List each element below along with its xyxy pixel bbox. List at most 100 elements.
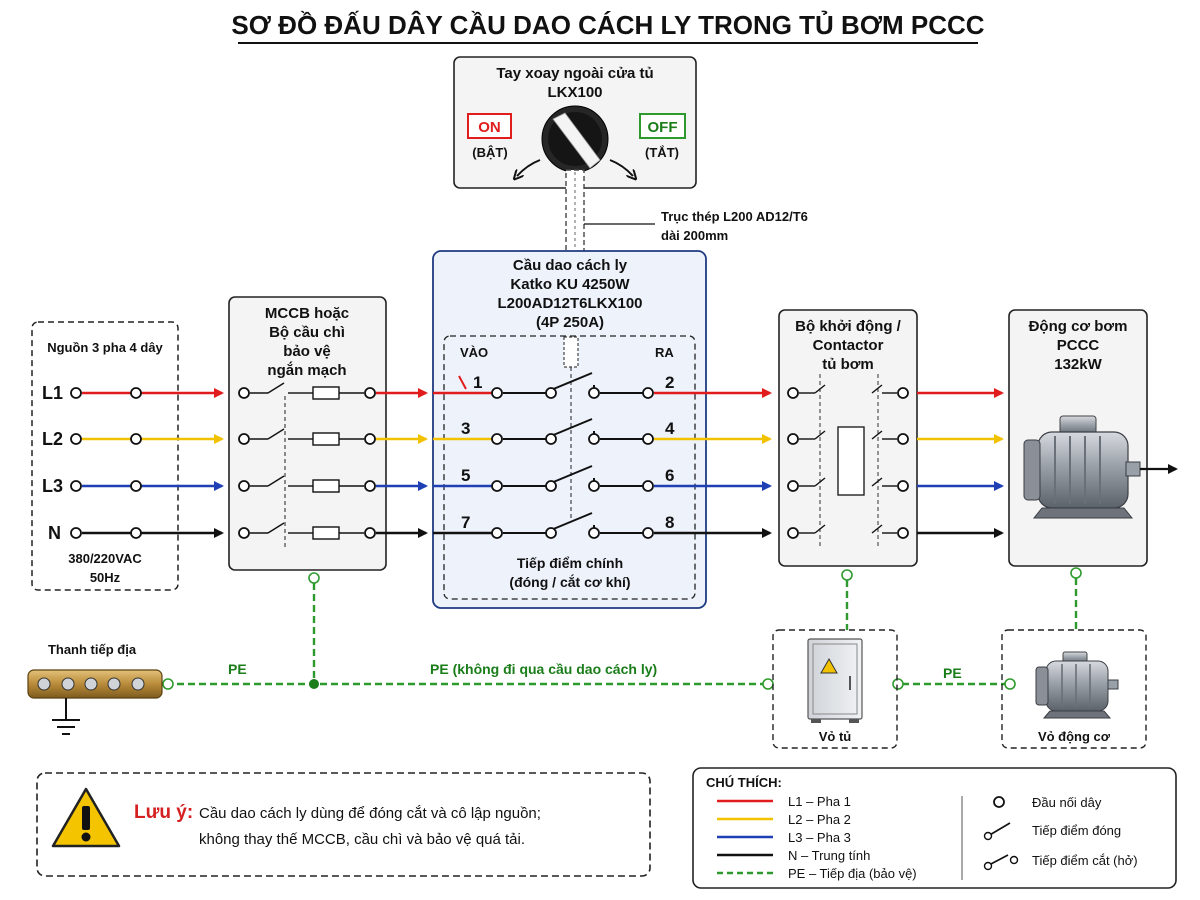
warning-small-icon: [820, 657, 838, 674]
breaker-label-3: L200AD12T6LKX100: [497, 295, 642, 312]
starter-label-3: tủ bơm: [822, 356, 874, 373]
source-frequency: 50Hz: [90, 570, 121, 585]
legend-open: Tiếp điểm cắt (hở): [1032, 853, 1138, 868]
breaker-label-4: (4P 250A): [536, 314, 604, 331]
note-line-2: không thay thế MCCB, cầu chì và bảo vệ q…: [199, 831, 525, 848]
legend-open-contact-icon: [988, 854, 1009, 866]
mccb-label-1: MCCB hoặc: [265, 305, 349, 322]
breaker-contact-2: [503, 418, 643, 440]
mccb-terminals: [238, 387, 376, 539]
starter-internals: [799, 384, 897, 534]
mccb-row-2: [250, 428, 364, 446]
mccb-label-2: Bộ cầu chì: [269, 324, 345, 341]
terminal-number-6: 6: [665, 466, 674, 485]
shaft-label-1: Trục thép L200 AD12/T6: [661, 209, 808, 224]
note-title: Lưu ý:: [134, 802, 193, 823]
mccb-box: MCCB hoặc Bộ cầu chì bảo vệ ngắn mạch: [228, 296, 387, 571]
motor-label-1: Động cơ bơm: [1029, 318, 1128, 335]
earth-bar: Thanh tiếp địa: [27, 642, 163, 735]
terminals: [70, 387, 909, 539]
ground-symbol-icon: [52, 719, 80, 735]
off-sub-label: (TẮT): [645, 145, 679, 160]
legend-terminal: Đầu nối dây: [1032, 795, 1102, 810]
terminal-number-1: 1: [473, 373, 482, 392]
legend-pe: PE – Tiếp địa (bảo vệ): [788, 866, 917, 881]
phase-label-l3: L3: [42, 476, 63, 496]
motor-shell-label: Vỏ động cơ: [1038, 729, 1111, 744]
starter-label-1: Bộ khởi động /: [795, 318, 901, 335]
breaker-contact-4: [503, 512, 643, 534]
cabinet-icon: [807, 638, 863, 723]
l1-bent-lead: [458, 375, 467, 390]
note-box: Lưu ý: Cầu dao cách ly dùng để đóng cắt …: [36, 772, 651, 877]
mccb-row-4: [250, 522, 364, 540]
rotate-right-arrow-icon: [609, 159, 633, 176]
legend-closed: Tiếp điểm đóng: [1032, 823, 1121, 838]
pe-label-2: PE: [943, 665, 962, 681]
legend-terminal-icon: [993, 796, 1005, 808]
mccb-row-1: [250, 382, 364, 400]
legend-closed-contact-icon: [987, 822, 1011, 837]
legend-l2: L2 – Pha 2: [788, 812, 851, 827]
terminal-number-5: 5: [461, 466, 470, 485]
on-sub-label: (BẬT): [472, 145, 507, 160]
legend-l1: L1 – Pha 1: [788, 794, 851, 809]
terminal-number-7: 7: [461, 513, 470, 532]
legend-box: CHÚ THÍCH: L1 – Pha 1 L2 – Pha 2 L3 – Ph…: [692, 767, 1177, 889]
legend-n: N – Trung tính: [788, 848, 870, 863]
mccb-label-4: ngắn mạch: [267, 361, 346, 379]
motor-label-2: PCCC: [1057, 337, 1100, 354]
pe-wiring: [166, 578, 1078, 686]
on-badge: [467, 113, 512, 139]
terminal-number-2: 2: [665, 373, 674, 392]
contactor-coil: [837, 426, 865, 496]
legend-l3: L3 – Pha 3: [788, 830, 851, 845]
breaker-terminals: [491, 387, 654, 539]
breaker-label-1: Cầu dao cách ly: [513, 257, 628, 274]
motor-label-3: 132kW: [1054, 356, 1102, 373]
legend-title: CHÚ THÍCH:: [706, 775, 782, 790]
phase-label-l2: L2: [42, 429, 63, 449]
cabinet-label: Vỏ tủ: [819, 729, 852, 744]
pe-long-label: PE (không đi qua cầu dao cách ly): [430, 661, 657, 677]
note-line-1: Cầu dao cách ly dùng để đóng cắt và cô l…: [199, 805, 541, 822]
contact-area: [443, 335, 696, 600]
terminal-number-3: 3: [461, 419, 470, 438]
pe-label: PE: [228, 661, 247, 677]
terminal-number-4: 4: [665, 419, 675, 438]
source-voltage: 380/220VAC: [68, 551, 142, 566]
motor-shell-box: Vỏ động cơ: [1001, 629, 1147, 749]
motor-small-icon: [1035, 651, 1119, 719]
motor-icon: [1023, 415, 1141, 519]
contact-label-1: Tiếp điểm chính: [517, 555, 623, 571]
rotate-left-arrow-icon: [517, 159, 541, 176]
earth-bar-label: Thanh tiếp địa: [48, 642, 137, 657]
starter-label-2: Contactor: [813, 337, 884, 354]
warning-icon: [51, 787, 121, 848]
phase-label-n: N: [48, 523, 61, 543]
mccb-row-3: [250, 475, 364, 493]
breaker-internals: [503, 372, 643, 534]
isolator-box: Cầu dao cách ly Katko KU 4250W L200AD12T…: [432, 250, 707, 609]
pe-junction: [309, 679, 319, 689]
on-label: ON: [478, 119, 501, 136]
starter-terminals: [787, 387, 909, 539]
rotary-knob-icon: [541, 105, 609, 173]
mccb-internals: [250, 382, 364, 540]
motor-box: Động cơ bơm PCCC 132kW: [1008, 309, 1178, 567]
phase-label-l1: L1: [42, 383, 63, 403]
source-terminals: [70, 387, 142, 539]
page-title: SƠ ĐỒ ĐẤU DÂY CẦU DAO CÁCH LY TRONG TỦ B…: [231, 9, 984, 40]
power-source-box: Nguồn 3 pha 4 dây L1 L2 L3 N 380/220VAC …: [31, 321, 179, 591]
breaker-label-2: Katko KU 4250W: [510, 276, 630, 293]
contact-label-2: (đóng / cắt cơ khí): [509, 573, 630, 590]
source-title: Nguồn 3 pha 4 dây: [47, 340, 163, 355]
earth-bar-screws: [37, 677, 145, 691]
handle-box: Tay xoay ngoài cửa tủ LKX100 ON (BẬT) OF…: [453, 56, 697, 189]
cabinet-shell-box: Vỏ tủ: [772, 629, 898, 749]
handle-title: Tay xoay ngoài cửa tủ: [496, 65, 653, 82]
shaft-label-2: dài 200mm: [661, 228, 728, 243]
in-label: VÀO: [460, 345, 488, 360]
off-label: OFF: [648, 119, 678, 136]
